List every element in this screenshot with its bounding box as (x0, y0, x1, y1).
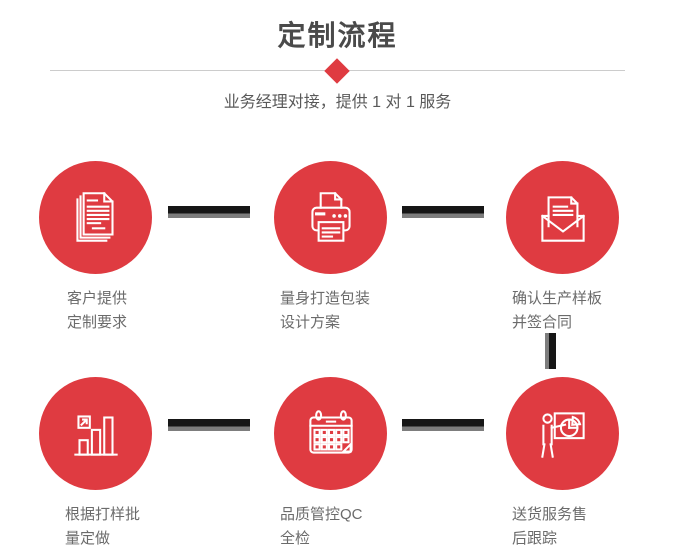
documents-icon (75, 191, 114, 242)
caption-line-2: 定制要求 (67, 314, 128, 331)
page-subtitle: 业务经理对接，提供 1 对 1 服务 (223, 94, 452, 111)
caption-line-2: 后跟踪 (512, 530, 558, 547)
step-delivery-aftersales: 送货服务售 后跟踪 (506, 377, 619, 547)
step-circle (274, 377, 387, 490)
diamond-icon (324, 58, 350, 84)
step-circle (39, 377, 152, 490)
step-circle (506, 161, 619, 274)
bar-chart-icon (73, 414, 118, 456)
step-caption: 确认生产样板 并签合同 (512, 287, 675, 335)
page-title: 定制流程 (277, 20, 398, 51)
caption-line-2: 并签合同 (512, 314, 573, 331)
connector-horizontal-4 (402, 419, 484, 431)
calendar-icon (308, 409, 353, 454)
envelope-icon (540, 195, 585, 242)
caption-line-1: 量身打造包装 (280, 290, 371, 307)
caption-line-1: 根据打样批 (65, 506, 141, 523)
caption-line-1: 确认生产样板 (512, 290, 603, 307)
step-batch-production: 根据打样批 量定做 (39, 377, 152, 547)
step-circle (274, 161, 387, 274)
step-caption: 品质管控QC 全检 (280, 503, 450, 550)
step-caption: 送货服务售 后跟踪 (512, 503, 675, 550)
step-packaging-design: 量身打造包装 设计方案 (274, 161, 387, 331)
step-caption: 根据打样批 量定做 (65, 503, 235, 550)
caption-line-1: 送货服务售 (512, 506, 588, 523)
caption-line-1: 客户提供 (67, 290, 128, 307)
step-customer-requirements: 客户提供 定制要求 (39, 161, 152, 331)
step-caption: 量身打造包装 设计方案 (280, 287, 450, 335)
connector-horizontal-2 (402, 206, 484, 218)
caption-line-2: 设计方案 (280, 314, 341, 331)
step-circle (39, 161, 152, 274)
connector-horizontal-3 (168, 419, 250, 431)
connector-vertical (545, 333, 556, 369)
caption-line-1: 品质管控QC (280, 506, 363, 523)
caption-line-2: 全检 (280, 530, 311, 547)
step-quality-control: 品质管控QC 全检 (274, 377, 387, 547)
presentation-icon (540, 411, 585, 458)
connector-horizontal-1 (168, 206, 250, 218)
step-sample-contract: 确认生产样板 并签合同 (506, 161, 619, 331)
printer-icon (310, 191, 351, 242)
caption-line-2: 量定做 (65, 530, 111, 547)
step-circle (506, 377, 619, 490)
step-caption: 客户提供 定制要求 (67, 287, 237, 335)
